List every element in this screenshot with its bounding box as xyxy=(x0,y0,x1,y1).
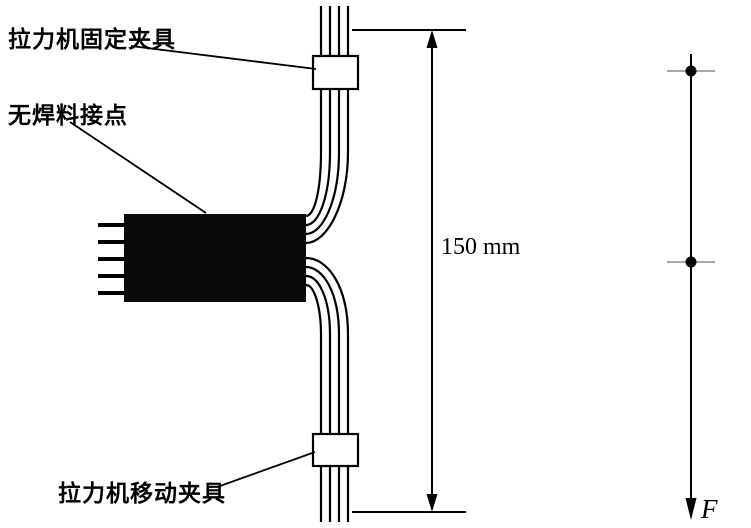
wire-line xyxy=(305,6,332,227)
connector-teeth xyxy=(98,223,126,295)
force-dot-middle xyxy=(685,256,697,268)
wire-line xyxy=(305,256,350,522)
label-fixed-clamp: 拉力机固定夹具 xyxy=(8,26,176,52)
label-moving-clamp: 拉力机移动夹具 xyxy=(58,480,226,506)
force-dot-top xyxy=(685,65,697,77)
wire-line xyxy=(305,283,323,522)
dimension-arrow-bottom xyxy=(426,494,438,512)
moving-clamp-box xyxy=(311,432,360,468)
force-label: F xyxy=(701,494,718,524)
leader-moving-clamp xyxy=(219,451,316,487)
leader-fixed-clamp xyxy=(130,45,317,70)
leader-joint xyxy=(69,121,207,214)
force-arrowhead xyxy=(685,498,697,520)
label-solderless-joint: 无焊料接点 xyxy=(8,102,128,128)
connector-block xyxy=(124,214,306,302)
fixed-clamp-box xyxy=(311,54,360,91)
wire-line xyxy=(305,6,323,218)
dimension-label: 150 mm xyxy=(441,234,521,260)
dimension-arrow-top xyxy=(426,30,438,48)
wire-line xyxy=(305,6,341,236)
wire-lower-run xyxy=(305,256,350,522)
wire-upper-run xyxy=(305,6,350,245)
wire-line xyxy=(305,6,350,245)
wire-line xyxy=(305,265,341,522)
wire-line xyxy=(305,274,332,522)
